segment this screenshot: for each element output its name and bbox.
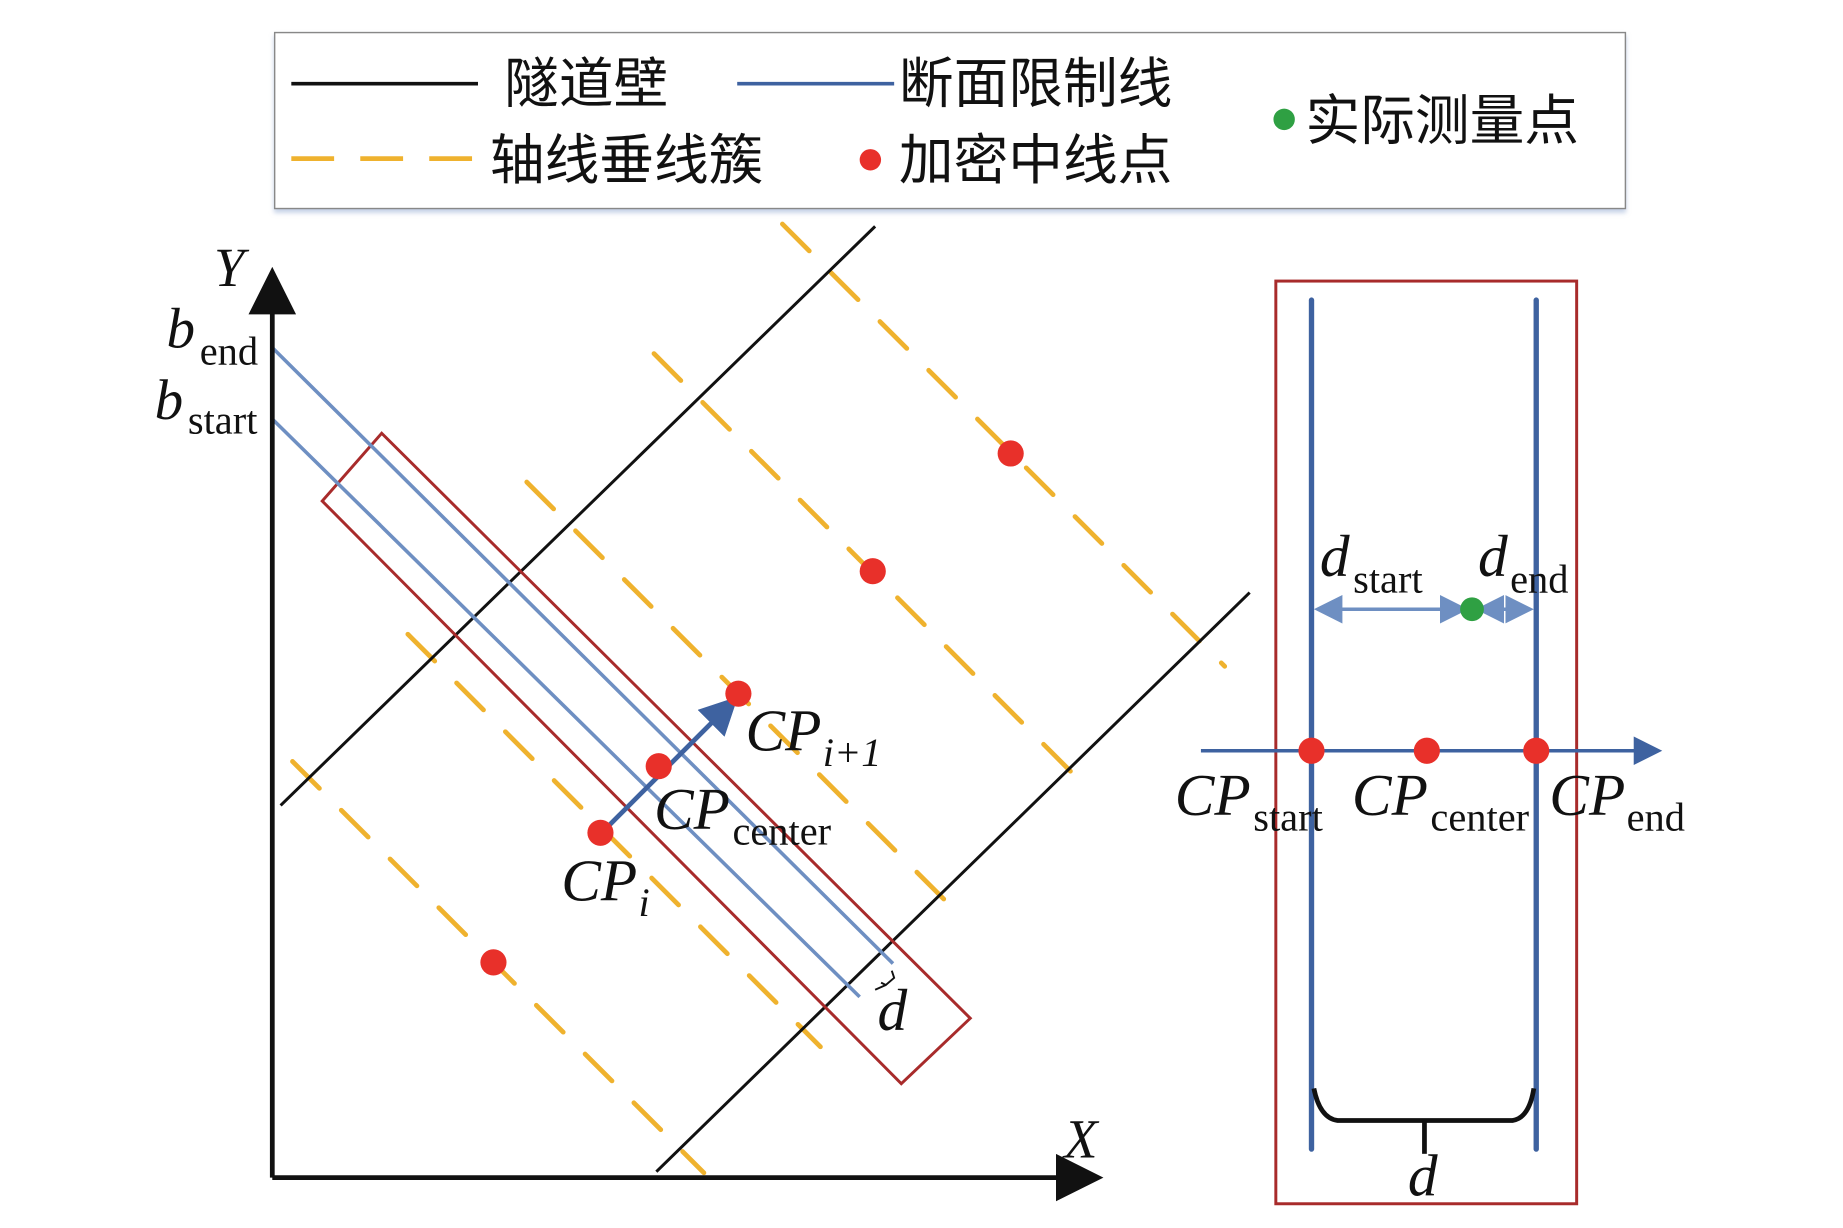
section-window-box-detail — [1274, 279, 1579, 1206]
tunnel-wall-lower — [655, 591, 1251, 1173]
cp-center-point-detail — [1413, 737, 1440, 764]
legend-label-tunnel-wall: 隧道壁 — [504, 52, 668, 116]
densified-point — [997, 440, 1024, 467]
densified-point — [859, 558, 886, 585]
x-axis-label: X — [1062, 1108, 1100, 1169]
d-label-right: d — [1408, 1142, 1438, 1208]
cp-center-point — [645, 753, 672, 780]
cp-center-label-detail: CPcenter — [1352, 762, 1530, 839]
legend-label-densified-point: 加密中线点 — [899, 128, 1172, 192]
section-limit-line-start — [271, 417, 861, 999]
d-brace-detail-icon — [1311, 1087, 1537, 1123]
measured-point — [1460, 597, 1484, 622]
legend-label-measured-point: 实际测量点 — [1306, 89, 1579, 153]
section-limit-line-end — [271, 346, 895, 965]
d-label-left: d — [878, 977, 908, 1043]
section-window-box — [320, 431, 973, 1086]
d-brace-icon — [874, 970, 896, 991]
cp-i-point — [587, 819, 614, 846]
perpendicular-line — [405, 631, 823, 1050]
y-axis-label: Y — [214, 237, 250, 298]
cp-end-point — [1523, 737, 1550, 764]
legend-swatch-densified-point — [859, 149, 882, 171]
cp-i-label: CPi — [561, 848, 650, 925]
legend-box — [273, 31, 1627, 210]
legend-label-section-limit: 断面限制线 — [899, 52, 1172, 116]
legend-label-perpendicular-cluster: 轴线垂线簇 — [490, 128, 763, 192]
d-end-label: dend — [1478, 523, 1568, 602]
legend: 隧道壁 断面限制线 轴线垂线簇 加密中线点 实际测量点 — [273, 31, 1627, 210]
tunnel-wall-upper — [279, 225, 877, 807]
cp-center-label: CPcenter — [654, 776, 832, 853]
cp-start-point — [1298, 737, 1325, 764]
cp-end-label: CPend — [1549, 762, 1685, 839]
cp-next-label: CPi+1 — [746, 698, 882, 775]
cp-next-point — [725, 680, 752, 707]
cp-start-label: CPstart — [1175, 762, 1323, 839]
legend-swatch-measured-point — [1273, 108, 1295, 131]
densified-point — [480, 949, 507, 976]
